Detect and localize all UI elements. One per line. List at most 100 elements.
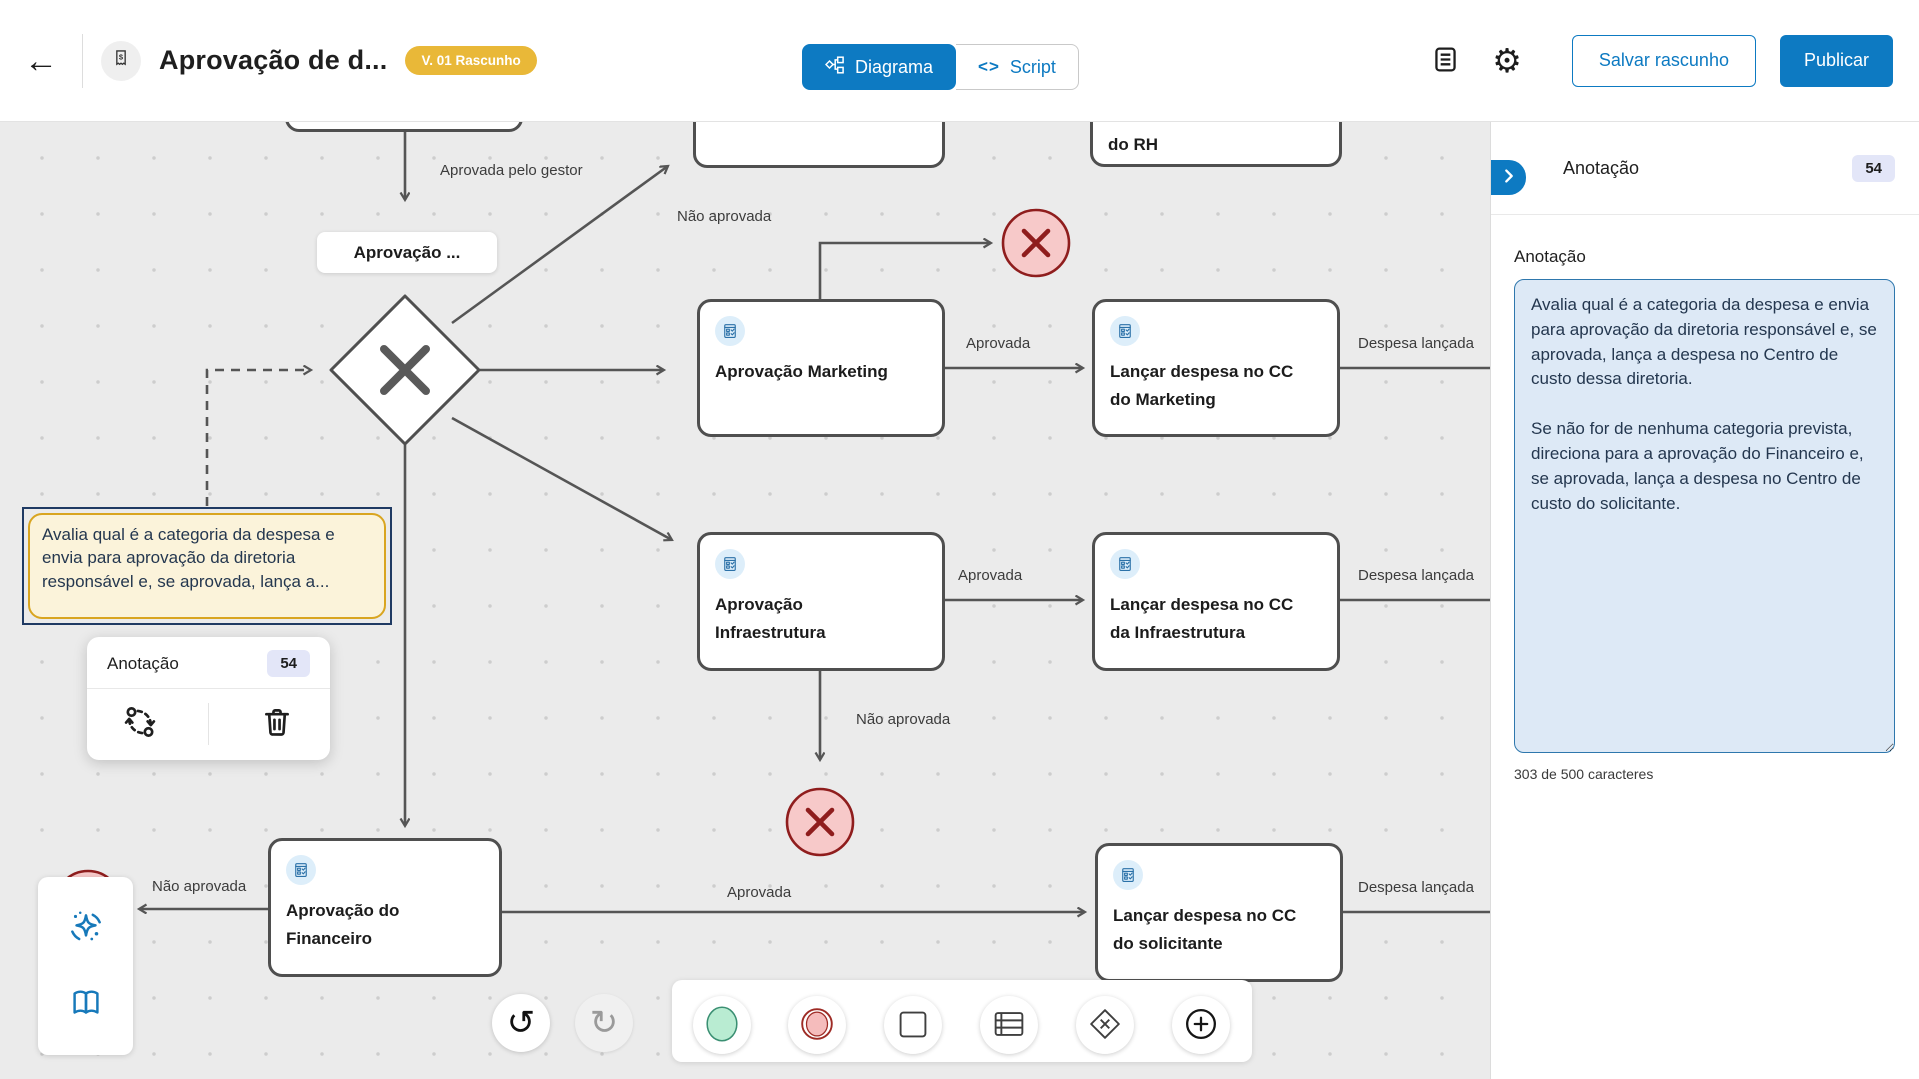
edge-label: Aprovada xyxy=(958,567,1023,584)
task-icon xyxy=(715,316,745,346)
add-end-event-button[interactable] xyxy=(788,996,846,1054)
reconnect-flow-button[interactable] xyxy=(117,699,163,748)
undo-icon: ↺ xyxy=(506,1004,536,1042)
reroute-icon xyxy=(123,705,157,742)
annotation-field-label: Anotação xyxy=(1514,247,1586,266)
tab-script[interactable]: <> Script xyxy=(956,44,1079,90)
task-shape-icon xyxy=(892,1003,934,1048)
task-icon xyxy=(1113,860,1143,890)
add-start-event-button[interactable] xyxy=(693,996,751,1054)
annotation-textarea[interactable]: Avalia qual é a categoria da despesa e e… xyxy=(1514,279,1895,753)
task-icon xyxy=(1110,316,1140,346)
svg-text:$: $ xyxy=(119,52,124,61)
assistant-panel xyxy=(38,877,133,1055)
node-label: Lançar despesa no CC da Infraestrutura xyxy=(1110,595,1294,643)
node-partial-top-center[interactable] xyxy=(693,122,945,168)
redo-icon: ↻ xyxy=(589,1004,619,1042)
process-avatar: $ xyxy=(101,40,141,81)
node-label: do RH xyxy=(1108,135,1159,154)
shape-toolbar xyxy=(672,980,1252,1062)
code-icon: <> xyxy=(978,57,1000,76)
tab-diagram-label: Diagrama xyxy=(855,56,934,77)
node-lancar-despesa-solicitante[interactable]: Lançar despesa no CC do solicitante xyxy=(1095,843,1343,982)
node-lancar-despesa-marketing[interactable]: Lançar despesa no CC do Marketing xyxy=(1092,299,1340,437)
receipt-icon: $ xyxy=(111,47,131,74)
tab-script-label: Script xyxy=(1009,56,1056,77)
trash-icon xyxy=(260,705,294,742)
chevron-right-icon xyxy=(1500,167,1518,188)
properties-panel: Anotação 54 Anotação Avalia qual é a cat… xyxy=(1490,122,1919,1079)
header-divider xyxy=(82,33,83,88)
node-label: Aprovação Infraestrutura xyxy=(715,595,826,643)
add-pool-button[interactable] xyxy=(980,996,1038,1054)
collapse-panel-button[interactable] xyxy=(1491,160,1526,195)
gateway-icon xyxy=(1084,1003,1126,1048)
task-icon xyxy=(1110,549,1140,579)
node-label: Aprovação do Financeiro xyxy=(286,901,400,949)
add-task-button[interactable] xyxy=(884,996,942,1054)
edge-label: Aprovada pelo gestor xyxy=(440,162,583,179)
edge-label: Não aprovada xyxy=(856,711,951,728)
back-arrow-icon: ← xyxy=(24,41,58,80)
page-title: Aprovação de d... xyxy=(159,45,388,75)
end-event-not-approved-infra[interactable] xyxy=(785,787,855,857)
book-icon xyxy=(67,984,105,1025)
edge-label: Não aprovada xyxy=(677,208,772,225)
add-gateway-button[interactable] xyxy=(1076,996,1134,1054)
diagram-icon xyxy=(824,55,845,80)
document-icon xyxy=(1431,45,1460,77)
annotation-node-selected[interactable]: Avalia qual é a categoria da despesa e e… xyxy=(22,507,392,625)
annotation-popup: Anotação 54 xyxy=(87,637,330,760)
gateway-exclusive[interactable] xyxy=(329,294,481,446)
popup-button-divider xyxy=(207,702,209,745)
ai-sparkle-icon xyxy=(65,907,107,952)
view-toggle: Diagrama <> Script xyxy=(802,44,1079,90)
annotation-text: Avalia qual é a categoria da despesa e e… xyxy=(28,513,386,619)
node-lancar-despesa-infraestrutura[interactable]: Lançar despesa no CC da Infraestrutura xyxy=(1092,532,1340,671)
publish-button[interactable]: Publicar xyxy=(1779,34,1893,87)
back-button[interactable]: ← xyxy=(18,40,64,82)
edge-label: Aprovada xyxy=(727,884,792,901)
gateway-label-chip[interactable]: Aprovação ... xyxy=(317,232,497,273)
task-icon xyxy=(286,855,316,885)
start-event-icon xyxy=(701,1003,743,1048)
undo-button[interactable]: ↺ xyxy=(492,994,550,1052)
redo-button[interactable]: ↻ xyxy=(575,994,633,1052)
settings-button[interactable]: ⚙ xyxy=(1488,40,1526,81)
node-aprovacao-infraestrutura[interactable]: Aprovação Infraestrutura xyxy=(697,532,945,671)
panel-divider xyxy=(1491,214,1919,215)
header: ← $ Aprovação de d... V. 01 Rascunho Dia… xyxy=(0,0,1919,122)
edge-label: Despesa lançada xyxy=(1358,335,1474,352)
task-icon xyxy=(715,549,745,579)
node-label: Lançar despesa no CC do solicitante xyxy=(1113,906,1297,954)
node-aprovacao-financeiro[interactable]: Aprovação do Financeiro xyxy=(268,838,502,977)
popup-count-badge: 54 xyxy=(267,650,310,677)
node-lancar-despesa-rh[interactable]: do RH xyxy=(1090,122,1342,167)
panel-title: Anotação xyxy=(1563,157,1640,178)
delete-button[interactable] xyxy=(254,699,300,748)
edge-label: Aprovada xyxy=(966,335,1031,352)
tab-diagram[interactable]: Diagrama xyxy=(802,44,957,90)
form-document-button[interactable] xyxy=(1427,41,1464,81)
node-label: Aprovação Marketing xyxy=(715,362,888,381)
ai-assistant-button[interactable] xyxy=(59,901,113,958)
version-badge: V. 01 Rascunho xyxy=(405,46,537,75)
popup-divider xyxy=(87,688,330,689)
gear-icon: ⚙ xyxy=(1492,42,1522,79)
save-draft-button[interactable]: Salvar rascunho xyxy=(1571,34,1756,87)
panel-count-badge: 54 xyxy=(1852,154,1895,182)
node-partial-top-left[interactable] xyxy=(285,122,523,132)
end-event-icon xyxy=(796,1003,838,1048)
pool-lanes-icon xyxy=(988,1003,1030,1048)
edge-label: Despesa lançada xyxy=(1358,567,1474,584)
edge-label: Despesa lançada xyxy=(1358,879,1474,896)
add-element-button[interactable] xyxy=(1172,996,1230,1054)
popup-title: Anotação xyxy=(107,653,179,673)
end-event-not-approved-top[interactable] xyxy=(1001,208,1071,278)
node-label: Lançar despesa no CC do Marketing xyxy=(1110,362,1294,410)
documentation-button[interactable] xyxy=(61,978,111,1031)
diagram-canvas[interactable]: do RH Aprovação ... Aprovação Marketing … xyxy=(0,122,1490,1079)
node-aprovacao-marketing[interactable]: Aprovação Marketing xyxy=(697,299,945,437)
plus-circle-icon xyxy=(1180,1003,1222,1048)
